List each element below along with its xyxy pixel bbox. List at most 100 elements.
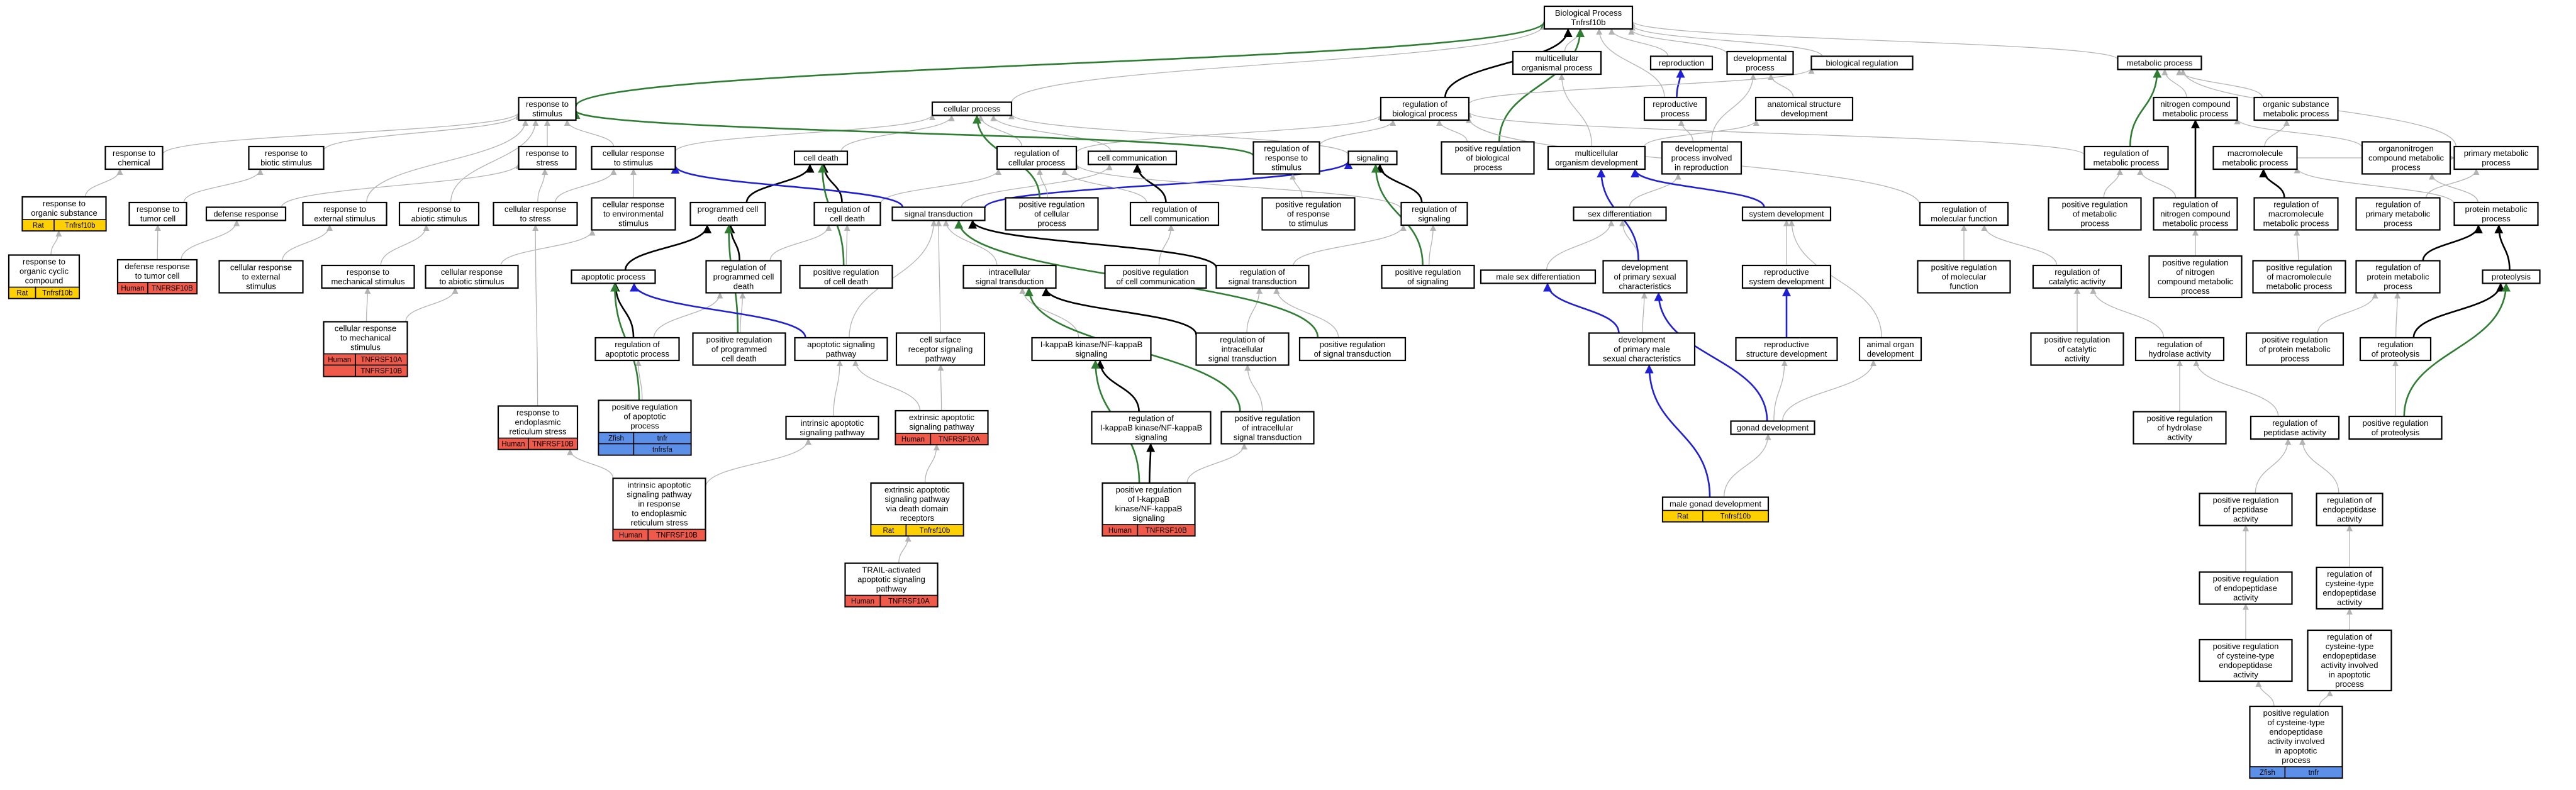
node-label-line: proteolysis (2492, 272, 2531, 282)
node-box (1543, 5, 1634, 30)
species-cell (598, 443, 635, 456)
node-label-line: molecular function (1931, 214, 1997, 223)
node-label-line: stress (537, 158, 559, 167)
edge-gray (739, 292, 746, 333)
node-box (705, 260, 782, 294)
node-label-line: biological regulation (1826, 58, 1899, 68)
go-term-node: sex differentiation (1573, 206, 1667, 221)
node-box (2048, 197, 2142, 231)
node-label-line: nitrogen compound (2160, 209, 2230, 219)
node-label-line: cellular response (335, 324, 396, 333)
node-label-line: of cell death (824, 277, 868, 286)
node-label-line: regulation of (1941, 204, 1987, 214)
node-label-line: of macromolecule (2267, 272, 2332, 282)
node-label-line: receptor signaling (908, 345, 973, 354)
node-label-line: process (2280, 354, 2309, 364)
edge-gray (1061, 169, 1147, 203)
node-box (2199, 571, 2293, 605)
go-term-node: signal transduction (891, 206, 986, 221)
node-label-line: process (2282, 755, 2311, 765)
node-label-line: of I-kappaB (1128, 494, 1170, 504)
node-box (1547, 145, 1646, 170)
go-term-node: reproduction (1649, 55, 1714, 70)
node-label-line: intracellular (989, 267, 1031, 277)
node-label-line: regulation of (2104, 148, 2149, 158)
node-label-line: cellular response (441, 267, 503, 277)
node-label-line: in response (638, 499, 680, 509)
gene-label: TNFRSF10A (939, 436, 980, 443)
node-box (1735, 337, 1838, 362)
edge-gray (1629, 173, 1681, 208)
edge-gray (162, 111, 522, 155)
species-label: Human (501, 441, 525, 448)
node-box (1091, 411, 1212, 445)
go-term-node: regulation ofI-kappaB kinase/NF-kappaBsi… (1091, 411, 1212, 445)
node-box (2252, 260, 2346, 294)
node-label-line: in apoptotic (2329, 670, 2371, 679)
gene-cell (53, 219, 107, 231)
node-label-line: positive regulation (1276, 200, 1342, 209)
species-label: Human (121, 285, 144, 292)
node-label-line: regulation of (2327, 569, 2372, 579)
node-label-line: process (2384, 282, 2412, 291)
edge-gray (564, 120, 615, 147)
node-label-line: sexual characteristics (1603, 354, 1681, 364)
node-label-line: positive regulation (2062, 200, 2128, 209)
species-label: Rat (883, 527, 895, 535)
node-label-line: developmental (1734, 53, 1787, 63)
node-label-line: positive regulation (706, 335, 772, 345)
node-box (2316, 566, 2384, 610)
node-label-line: of catalytic (2058, 345, 2097, 354)
node-box (813, 201, 881, 226)
node-label-line: Biological Process (1555, 8, 1622, 18)
edge-gray (2294, 167, 2455, 204)
go-term-node: apoptotic process (571, 269, 656, 284)
node-label-line: regulation of (1264, 144, 1309, 153)
node-label-line: regulation of (2272, 418, 2317, 428)
go-term-node: male sex differentiation (1480, 269, 1597, 284)
node-label-line: compound metabolic (2368, 153, 2444, 163)
edge-blue (1676, 69, 1685, 98)
node-label-line: tumor cell (140, 214, 176, 223)
node-label-line: positive regulation (1455, 144, 1521, 153)
node-label-line: male sex differentiation (1496, 272, 1580, 282)
edge-blue (671, 165, 904, 208)
node-label-line: signaling (1075, 349, 1107, 359)
go-term-node: gonad development (1730, 420, 1815, 435)
node-label-line: characteristics (1619, 282, 1671, 291)
node-box (1573, 206, 1667, 221)
node-label-line: metabolic process (2163, 109, 2229, 118)
node-label-line: intrinsic apoptotic (628, 481, 691, 490)
edge-gray (2319, 690, 2333, 707)
node-box (1347, 150, 1398, 165)
node-box (205, 206, 287, 221)
edge-gray (532, 225, 539, 406)
node-box (425, 264, 519, 289)
edge-gray (1724, 433, 1771, 498)
node-box (1602, 260, 1688, 294)
edge-gray (1073, 162, 1402, 209)
edge-gray (879, 169, 1002, 204)
node-label-line: positive regulation (2262, 335, 2328, 345)
edge-gray (1158, 225, 1174, 266)
gene-label: Tnfrsf10b (42, 290, 73, 298)
edge-gray (2294, 229, 2300, 261)
node-label-line: compound metabolic (2158, 277, 2233, 286)
edge-gray (635, 360, 643, 401)
